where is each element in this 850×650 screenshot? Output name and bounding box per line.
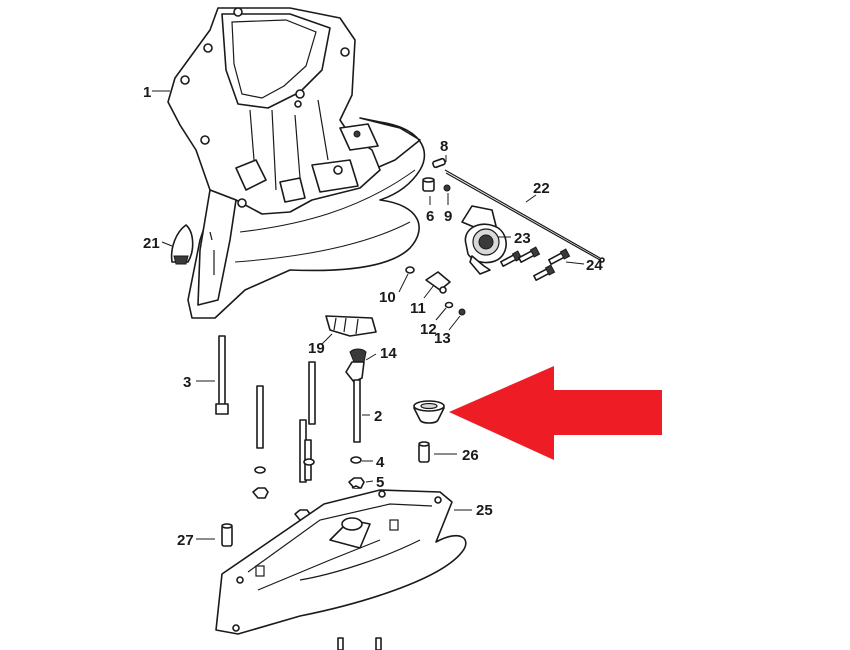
callout-9: 9	[444, 208, 452, 225]
bracket-19	[325, 315, 377, 337]
callout-1: 1	[143, 84, 151, 101]
callout-11: 11	[410, 300, 426, 317]
callout-26: 26	[462, 447, 479, 464]
callout-8: 8	[440, 138, 448, 155]
callout-13: 13	[434, 330, 451, 347]
screw-13	[458, 308, 466, 316]
callout-25: 25	[476, 502, 493, 519]
callout-23: 23	[514, 230, 531, 247]
callout-24: 24	[586, 257, 603, 274]
callout-10: 10	[379, 289, 396, 306]
callout-27: 27	[177, 532, 194, 549]
lower-plate	[215, 489, 467, 635]
bushing	[413, 400, 445, 424]
bottom-studs	[337, 637, 382, 650]
pin-26	[418, 441, 430, 463]
fitting	[432, 157, 446, 169]
washer-12	[444, 301, 454, 309]
callout-22: 22	[533, 180, 550, 197]
mount	[461, 205, 507, 275]
o-ring	[405, 266, 415, 274]
callout-labels: 1 2 3 4 5 6 8 9 10 11 12 13 14 19 21 22 …	[143, 84, 603, 549]
callout-4: 4	[376, 454, 385, 471]
highlight-arrow	[449, 366, 662, 460]
bolts-24	[500, 246, 571, 282]
callout-2: 2	[374, 408, 382, 425]
callout-6: 6	[426, 208, 434, 225]
anode	[170, 224, 194, 265]
callout-5: 5	[376, 474, 384, 491]
shift-shaft	[425, 271, 451, 294]
small-bushing	[422, 177, 435, 192]
shift-rod	[444, 169, 605, 263]
long-bolt	[215, 335, 229, 415]
leader-lines	[152, 90, 585, 540]
callout-12: 12	[420, 321, 437, 338]
pin-27	[221, 523, 233, 547]
lever-14	[345, 348, 367, 383]
callout-21: 21	[143, 235, 160, 252]
callout-14: 14	[380, 345, 397, 362]
callout-19: 19	[308, 340, 325, 357]
callout-3: 3	[183, 374, 191, 391]
main-housing	[167, 7, 426, 319]
screw-9	[443, 184, 451, 192]
